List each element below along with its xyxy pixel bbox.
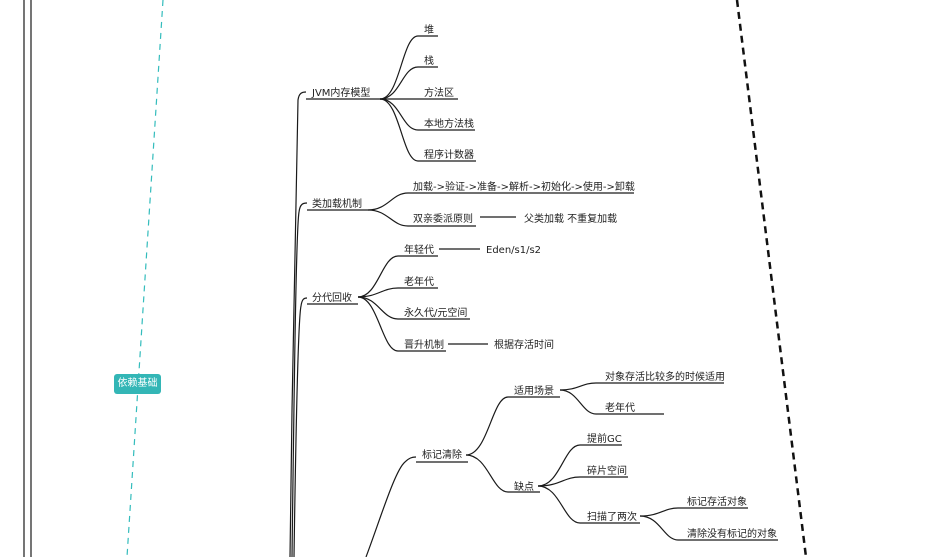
node-heap: 堆 (424, 24, 434, 36)
node-eden: Eden/s1/s2 (486, 245, 541, 256)
connector (559, 382, 724, 391)
node-program-counter: 程序计数器 (424, 148, 474, 161)
node-parent-delegation: 双亲委派原则 (413, 212, 473, 225)
node-young-gen: 年轻代 (404, 243, 434, 256)
node-parent-first: 父类加载 不重复加载 (524, 212, 617, 225)
connector (289, 91, 307, 557)
connector (379, 66, 438, 100)
node-by-age: 根据存活时间 (494, 338, 554, 351)
node-scan-twice: 扫描了两次 (587, 510, 637, 523)
node-load-steps: 加载->验证->准备->解析->初始化->使用->卸载 (413, 180, 635, 193)
connector (293, 297, 308, 557)
dashed-guide-black (735, 0, 808, 557)
node-drawbacks: 缺点 (514, 480, 534, 493)
connector (357, 287, 438, 298)
connector (639, 515, 778, 541)
connector (639, 507, 748, 517)
connector (291, 202, 308, 557)
node-stack: 栈 (424, 54, 434, 67)
connector (357, 296, 470, 320)
node-jvm-memory-model: JVM内存模型 (311, 86, 370, 99)
connector (365, 456, 417, 557)
dependency-basics-badge[interactable]: 依赖基础 (114, 374, 161, 394)
node-mark-live: 标记存活对象 (687, 495, 747, 508)
node-old-gen: 老年代 (404, 275, 434, 288)
node-perm-gen: 永久代/元空间 (404, 306, 467, 319)
connector (537, 476, 628, 487)
connector (465, 396, 560, 456)
node-class-loading: 类加载机制 (312, 197, 362, 210)
node-old-gen-usecase: 老年代 (605, 401, 635, 414)
connector (357, 255, 438, 298)
connector (465, 454, 540, 493)
connector (367, 209, 476, 227)
connector (379, 35, 438, 100)
dashed-guide-teal (126, 0, 164, 557)
node-many-survivors: 对象存活比较多的时候适用 (605, 370, 725, 383)
node-method-area: 方法区 (424, 86, 454, 99)
connector (357, 296, 446, 352)
connector (379, 98, 476, 162)
node-promotion: 晋升机制 (404, 338, 444, 351)
node-native-method-stack: 本地方法栈 (424, 117, 474, 130)
node-clear-unmarked: 清除没有标记的对象 (687, 527, 777, 540)
connector (537, 485, 640, 524)
connector (537, 444, 622, 487)
node-mark-sweep: 标记清除 (422, 448, 462, 461)
node-generational-gc: 分代回收 (312, 291, 352, 304)
connector (379, 98, 475, 131)
node-use-case: 适用场景 (514, 384, 554, 397)
connector (559, 389, 664, 415)
node-early-gc: 提前GC (587, 432, 622, 445)
node-fragment: 碎片空间 (587, 464, 627, 477)
connector (367, 192, 634, 211)
